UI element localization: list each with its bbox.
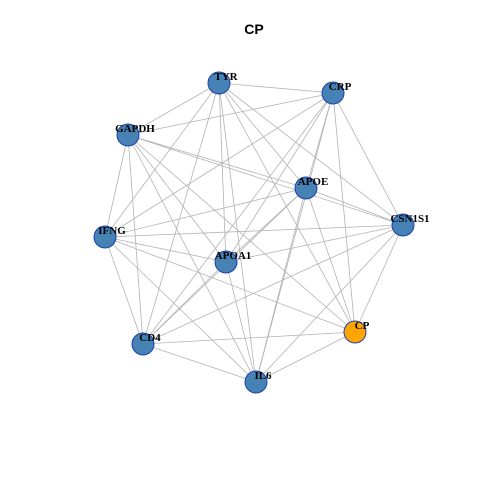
node-label-ifng: IFNG bbox=[98, 225, 126, 237]
edge-ifng-il6 bbox=[104, 236, 257, 383]
edge-tyr-ifng bbox=[104, 82, 220, 238]
node-layer bbox=[93, 71, 415, 394]
edge-apoe-csn1s1 bbox=[305, 187, 404, 226]
node-il6[interactable] bbox=[244, 370, 268, 394]
node-label-cd4: CD4 bbox=[139, 332, 161, 344]
edge-apoe-cp bbox=[305, 187, 356, 333]
edge-gapdh-cp bbox=[127, 134, 356, 333]
edge-apoe-ifng bbox=[104, 187, 307, 238]
node-tyr[interactable] bbox=[207, 71, 231, 95]
node-label-apoe: APOE bbox=[298, 176, 329, 188]
edge-gapdh-il6 bbox=[127, 134, 257, 383]
edge-apoa1-cd4 bbox=[142, 261, 227, 345]
edge-cp-il6 bbox=[255, 331, 356, 383]
node-apoa1[interactable] bbox=[214, 250, 238, 274]
node-label-csn1s1: CSN1S1 bbox=[390, 213, 429, 225]
edge-csn1s1-cd4 bbox=[142, 224, 404, 345]
node-ifng[interactable] bbox=[93, 225, 117, 249]
edge-crp-apoa1 bbox=[225, 92, 334, 263]
edge-crp-gapdh bbox=[127, 92, 334, 136]
node-cd4[interactable] bbox=[131, 332, 155, 356]
edge-tyr-il6 bbox=[218, 82, 257, 383]
node-label-gapdh: GAPDH bbox=[115, 123, 155, 135]
edge-ifng-cd4 bbox=[104, 236, 144, 345]
graph-title: CP bbox=[244, 21, 264, 37]
edge-gapdh-apoe bbox=[127, 134, 307, 189]
node-label-tyr: TYR bbox=[214, 71, 238, 83]
edge-crp-cp bbox=[332, 92, 356, 333]
node-label-apoa1: APOA1 bbox=[215, 250, 252, 262]
node-label-il6: IL6 bbox=[254, 370, 272, 382]
edge-gapdh-ifng bbox=[104, 134, 129, 238]
edge-tyr-crp bbox=[218, 82, 334, 94]
node-label-crp: CRP bbox=[329, 81, 352, 93]
edge-tyr-cp bbox=[218, 82, 356, 333]
node-csn1s1[interactable] bbox=[391, 213, 415, 237]
node-cp[interactable] bbox=[343, 320, 367, 344]
edge-gapdh-csn1s1 bbox=[127, 134, 404, 226]
edge-ifng-cp bbox=[104, 236, 356, 333]
node-crp[interactable] bbox=[321, 81, 345, 105]
edge-apoa1-il6 bbox=[225, 261, 257, 383]
edge-layer bbox=[104, 82, 404, 383]
edge-tyr-csn1s1 bbox=[218, 82, 404, 226]
edge-crp-cd4 bbox=[142, 92, 334, 345]
node-apoe[interactable] bbox=[294, 176, 318, 200]
edge-cd4-il6 bbox=[142, 343, 257, 383]
node-gapdh[interactable] bbox=[116, 123, 140, 147]
edge-crp-il6 bbox=[255, 92, 334, 383]
edge-cp-cd4 bbox=[142, 331, 356, 345]
edge-tyr-apoe bbox=[218, 82, 307, 189]
edge-csn1s1-ifng bbox=[104, 224, 404, 238]
edge-csn1s1-il6 bbox=[255, 224, 404, 383]
edge-gapdh-apoa1 bbox=[127, 134, 227, 263]
edge-ifng-apoa1 bbox=[104, 236, 227, 263]
edge-csn1s1-apoa1 bbox=[225, 224, 404, 263]
edge-crp-csn1s1 bbox=[332, 92, 404, 226]
edge-apoe-il6 bbox=[255, 187, 307, 383]
node-label-cp: CP bbox=[355, 320, 370, 332]
edge-gapdh-cd4 bbox=[127, 134, 144, 345]
edge-csn1s1-cp bbox=[354, 224, 404, 333]
edge-tyr-cd4 bbox=[142, 82, 220, 345]
edge-tyr-gapdh bbox=[127, 82, 220, 136]
